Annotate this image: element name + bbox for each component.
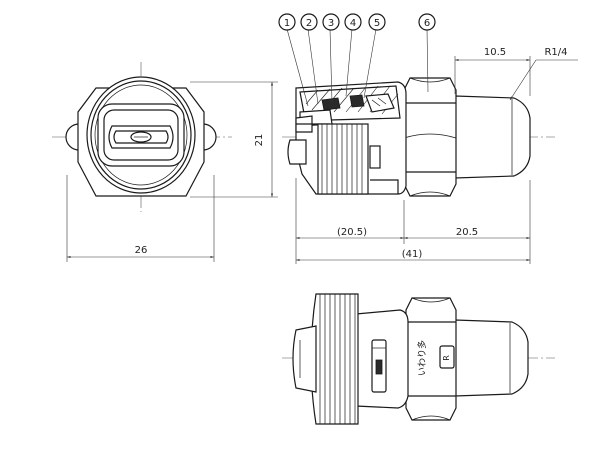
dim-front-height: 21 [254,134,265,147]
svg-text:4: 4 [350,18,356,29]
svg-text:5: 5 [374,18,380,29]
callout-6: 6 [418,13,436,31]
svg-text:6: 6 [424,18,430,29]
svg-text:3: 3 [328,18,334,29]
side-section-view: 1 2 3 4 5 6 10.5 R1/4 [278,13,578,264]
dim-overall-length: (41) [402,249,423,260]
callout-5: 5 [368,13,386,31]
dim-thread-length: 20.5 [456,227,478,238]
dim-front-width: 26 [135,245,148,256]
front-view: 26 21 [52,62,278,262]
thread-spec-label: R1/4 [544,47,567,58]
callout-2: 2 [300,13,318,31]
dim-body-length: (20.5) [337,227,367,238]
callout-3: 3 [322,13,340,31]
body-r-mark: R [442,355,451,361]
svg-text:1: 1 [284,18,290,29]
dim-thread-engagement: 10.5 [484,47,506,58]
top-view: R いわり多 [282,293,555,425]
svg-text:2: 2 [306,18,312,29]
callout-1: 1 [278,13,296,31]
callout-4: 4 [344,13,362,31]
body-brand-text: いわり多 [416,340,428,376]
